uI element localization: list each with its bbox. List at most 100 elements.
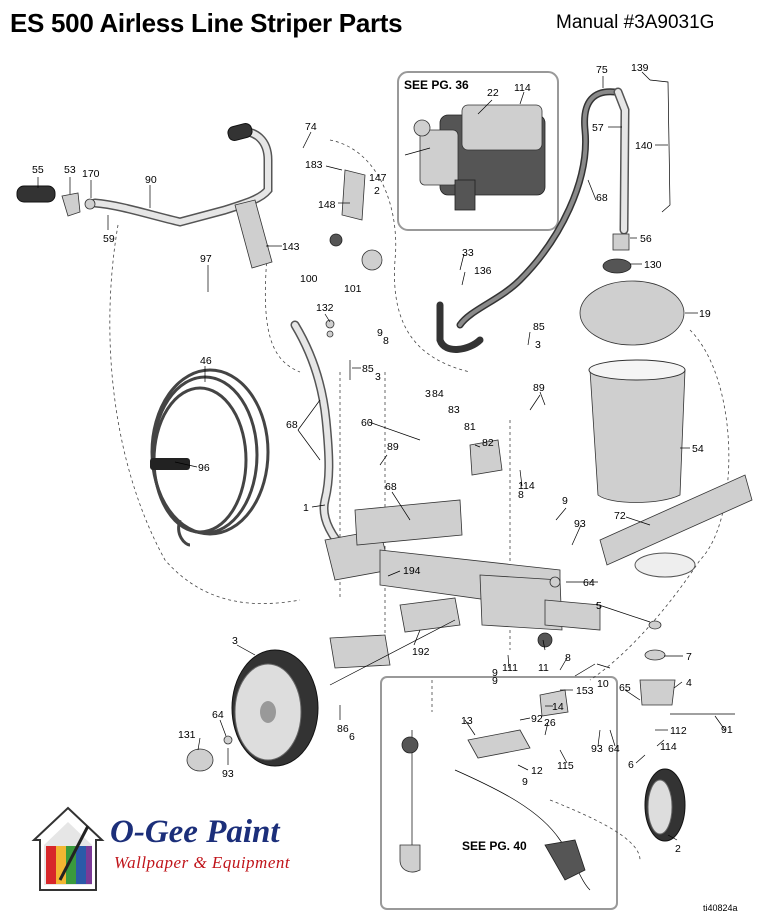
part-label-111: 111	[502, 662, 518, 674]
part-label-64c: 64	[608, 743, 620, 755]
dash-path-mid	[329, 139, 471, 373]
part-label-148: 148	[318, 199, 336, 211]
logo-tagline: Wallpaper & Equipment	[114, 853, 291, 872]
part-labels: 55 53 170 90 59 74 183 147 2 148 143 97 …	[32, 62, 733, 855]
hardware-parts	[223, 169, 696, 759]
part-label-91: 91	[721, 724, 733, 736]
part-label-22: 22	[487, 87, 499, 99]
part-label-46: 46	[200, 355, 212, 367]
part-label-56: 56	[640, 233, 652, 245]
leader-lines	[37, 71, 726, 841]
part-label-13: 13	[461, 715, 473, 727]
part-label-143: 143	[282, 241, 300, 253]
part-label-60: 60	[361, 417, 373, 429]
part-label-84: 84	[432, 388, 444, 400]
part-label-147: 147	[369, 172, 387, 184]
part-label-192: 192	[412, 646, 430, 658]
part-label-132: 132	[316, 302, 334, 314]
part-label-139: 139	[631, 62, 649, 74]
part-label-92: 92	[531, 713, 543, 725]
part-label-112: 112	[670, 725, 687, 737]
pump-assembly	[404, 104, 546, 211]
part-label-3: 3	[232, 635, 238, 647]
part-label-114b: 114	[514, 82, 531, 94]
part-label-89a: 89	[387, 441, 399, 453]
part-label-153: 153	[576, 685, 594, 697]
part-label-1: 1	[303, 502, 309, 514]
cart-frame	[290, 320, 601, 686]
dash-path-handle	[264, 244, 301, 373]
mark-85b: 3	[535, 339, 541, 351]
hose-assembly	[436, 79, 671, 353]
mark-85a: 3	[375, 371, 381, 383]
part-label-97: 97	[200, 253, 212, 265]
part-label-5: 5	[596, 600, 602, 612]
guide-rod	[599, 474, 753, 566]
part-label-2: 2	[675, 843, 681, 855]
part-label-10: 10	[597, 678, 609, 690]
part-label-114a: 114	[518, 480, 535, 492]
part-label-85b: 85	[533, 321, 545, 333]
wheel-cap	[186, 748, 214, 772]
part-label-19: 19	[699, 308, 711, 320]
mark-12: 9	[522, 776, 528, 788]
part-label-93c: 93	[591, 743, 603, 755]
part-label-4: 4	[686, 677, 692, 689]
part-label-64b: 64	[583, 577, 595, 589]
part-label-65: 65	[619, 682, 631, 694]
see-page-40-label: SEE PG. 40	[462, 839, 527, 853]
part-label-100: 100	[300, 273, 318, 285]
part-label-130: 130	[644, 259, 662, 271]
dash-path-verticals	[339, 372, 511, 650]
part-label-93b: 93	[574, 518, 586, 530]
drawing-id: ti40824a	[703, 903, 738, 913]
part-label-12: 12	[531, 765, 543, 777]
part-label-68a: 68	[286, 419, 298, 431]
see-page-36-label: SEE PG. 36	[404, 78, 469, 92]
dash-path-right	[589, 329, 730, 681]
page-title: ES 500 Airless Line Striper Parts	[10, 8, 403, 38]
part-label-96: 96	[198, 462, 210, 474]
dash-path-left	[109, 224, 301, 605]
mark-114a: 8	[518, 489, 524, 501]
part-label-86: 86	[337, 723, 349, 735]
pump-inset-frame	[397, 71, 559, 231]
mark-9a: 8	[383, 335, 389, 347]
part-label-81: 81	[464, 421, 476, 433]
wheel-front	[639, 679, 686, 842]
part-label-7: 7	[686, 651, 692, 663]
part-label-85a: 85	[362, 363, 374, 375]
part-label-183: 183	[305, 159, 323, 171]
gun-inset-frame	[380, 676, 618, 910]
part-label-90: 90	[145, 174, 157, 186]
part-label-55: 55	[32, 164, 44, 176]
wheel-large	[231, 649, 319, 767]
part-label-59: 59	[103, 233, 115, 245]
part-label-9c: 9	[492, 667, 498, 679]
part-label-82: 82	[482, 437, 494, 449]
part-label-9a: 9	[377, 327, 383, 339]
part-label-64a: 64	[212, 709, 224, 721]
part-label-72: 72	[614, 510, 626, 522]
part-label-89b: 89	[533, 382, 545, 394]
mark-86: 6	[349, 731, 355, 743]
part-label-33: 33	[462, 247, 474, 259]
mark-9c: 9	[492, 675, 498, 687]
part-label-68b: 68	[385, 481, 397, 493]
part-label-14: 14	[552, 701, 564, 713]
bucket	[579, 233, 686, 503]
manual-number: Manual #3A9031G	[556, 12, 715, 33]
part-label-6: 6	[628, 759, 634, 771]
part-label-74: 74	[305, 121, 317, 133]
handle-assembly	[16, 122, 273, 269]
part-label-83: 83	[448, 404, 460, 416]
part-label-131: 131	[178, 729, 196, 741]
part-label-114c: 114	[660, 741, 677, 753]
part-label-53: 53	[64, 164, 76, 176]
mark-147: 2	[374, 185, 380, 197]
part-label-194: 194	[403, 565, 421, 577]
part-label-11: 11	[538, 662, 549, 674]
part-label-68c: 68	[596, 192, 608, 204]
mark-84: 3	[425, 388, 431, 400]
